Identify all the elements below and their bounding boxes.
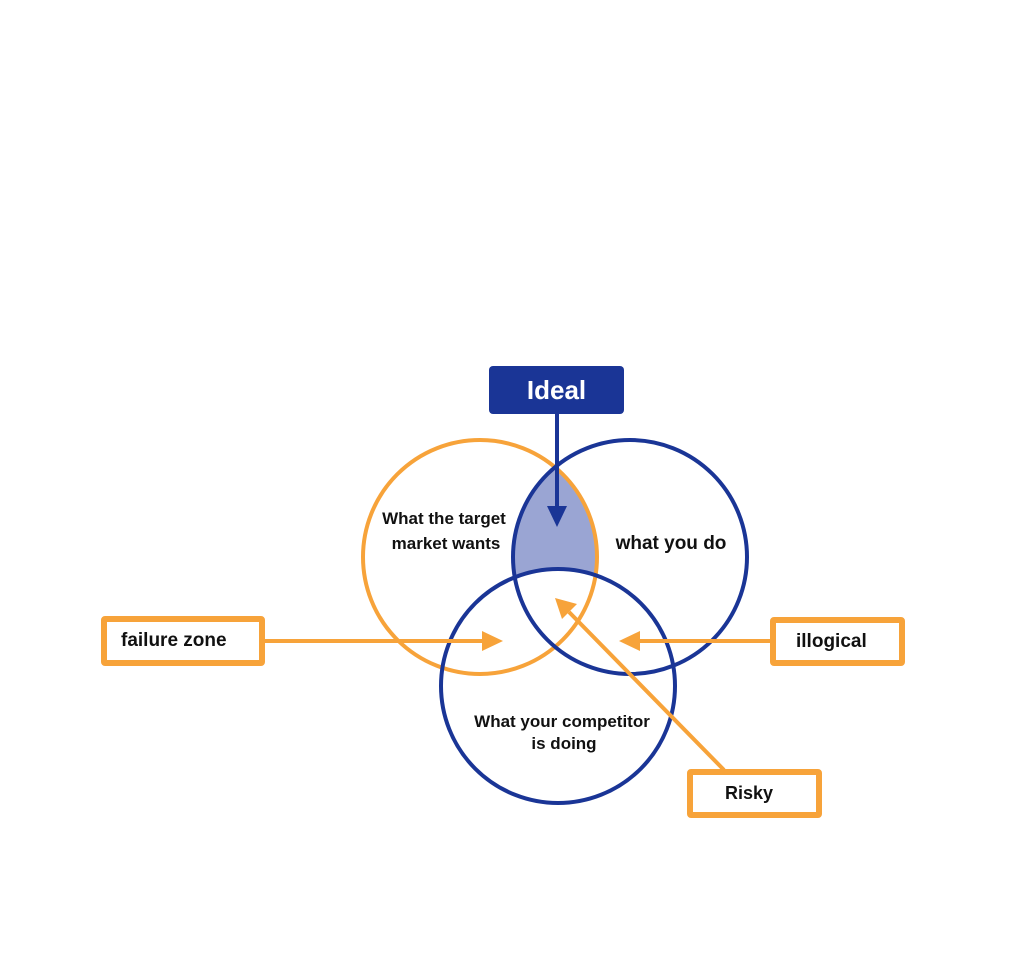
ideal-label: Ideal xyxy=(526,374,587,405)
failure-zone-label: failure zone xyxy=(121,630,227,651)
competitor-label-line2: is doing xyxy=(531,734,596,753)
risky-arrow-line xyxy=(567,610,726,772)
failure-zone-arrow-head xyxy=(482,631,503,651)
ideal-label-box: Ideal xyxy=(489,366,624,414)
illogical-box: illogical xyxy=(770,617,905,666)
ideal-arrow-head xyxy=(547,506,567,527)
you-label: what you do xyxy=(615,533,727,554)
failure-zone-box: failure zone xyxy=(101,616,265,666)
illogical-label: illogical xyxy=(796,630,867,652)
circle-competitor xyxy=(439,567,677,805)
risky-box: Risky xyxy=(687,769,822,818)
risky-label: Risky xyxy=(725,783,774,803)
illogical-arrow-head xyxy=(619,631,640,651)
risky-arrow-head xyxy=(555,598,577,619)
circle-target-market xyxy=(361,438,599,676)
market-label-line1: What the target xyxy=(382,509,506,528)
market-label-line2: market wants xyxy=(392,534,501,553)
competitor-label-line1: What your competitor xyxy=(474,712,650,731)
